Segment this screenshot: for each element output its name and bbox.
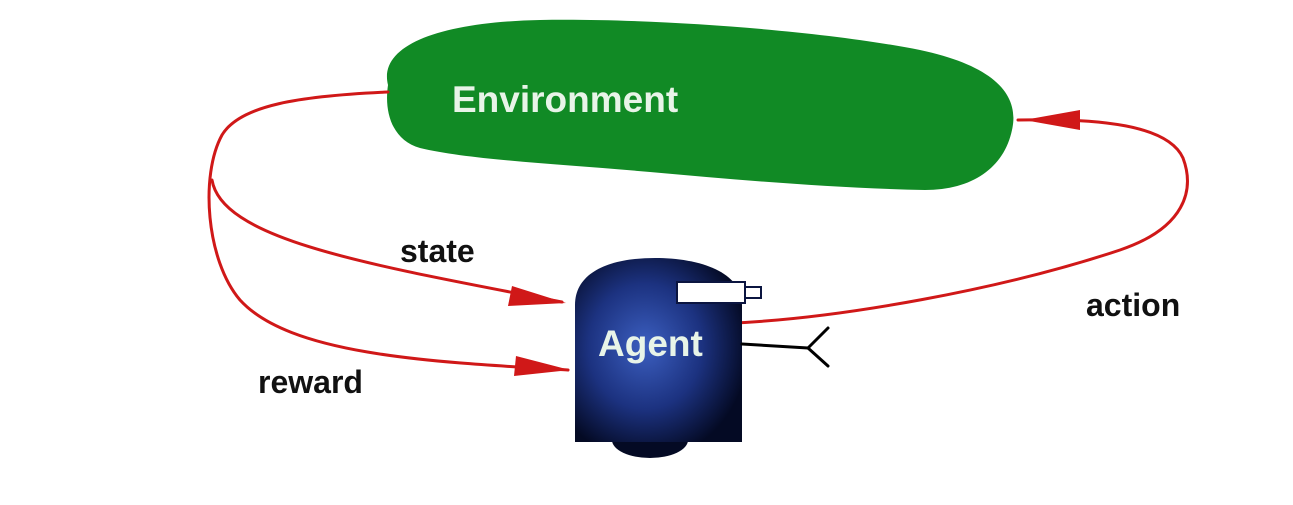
reward-arrow-line bbox=[207, 90, 570, 372]
reward-arrowhead bbox=[514, 356, 570, 376]
sensor-icon bbox=[676, 281, 762, 304]
action-label: action bbox=[1086, 287, 1180, 323]
action-arrow-line bbox=[732, 118, 1189, 325]
state-label: state bbox=[400, 233, 475, 269]
agent-label: Agent bbox=[598, 323, 703, 364]
action-arrowhead bbox=[1024, 110, 1080, 130]
state-arrow-line bbox=[210, 178, 564, 304]
gripper-icon bbox=[740, 326, 830, 368]
environment-shape bbox=[386, 19, 1014, 190]
environment-label: Environment bbox=[452, 79, 678, 120]
state-arrowhead bbox=[508, 286, 566, 306]
reward-label: reward bbox=[258, 364, 363, 400]
robot-agent-icon bbox=[575, 258, 830, 458]
